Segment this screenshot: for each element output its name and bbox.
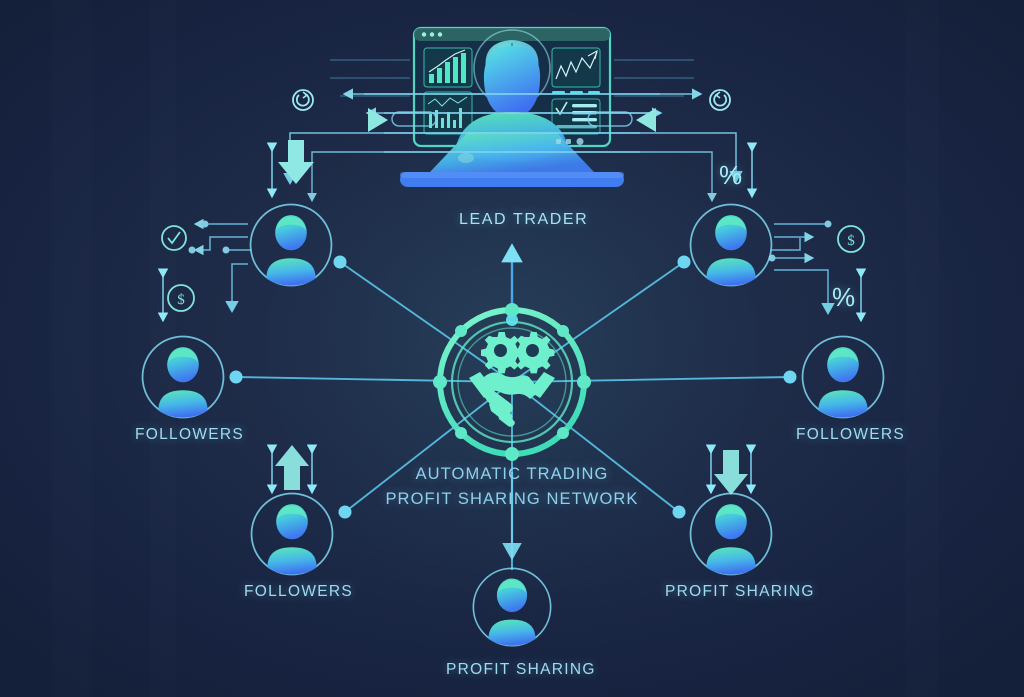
svg-text:$: $ xyxy=(847,233,855,249)
handshake-icon xyxy=(469,372,555,427)
percent-top-right-icon: % xyxy=(719,160,743,190)
status-icon-row xyxy=(556,138,584,145)
bar-chart-panel xyxy=(423,47,473,88)
avatar-follower-left xyxy=(141,335,225,419)
avatar-follower-top-right xyxy=(689,203,773,287)
edge-node xyxy=(677,255,691,269)
label-profit-bottom-center: PROFIT SHARING xyxy=(446,661,596,678)
edge-hub-to-follower-right xyxy=(511,376,791,383)
refresh-left-icon xyxy=(292,89,314,111)
edge-hub-to-follower-bottom-left xyxy=(344,381,513,513)
edge-hub-to-profit-bottom-right xyxy=(511,381,680,513)
center-title-line1: AUTOMATIC TRADING xyxy=(415,465,609,483)
gear-left-icon xyxy=(481,332,523,374)
bottom-right-arrows xyxy=(705,444,757,495)
left-avatar-circuit xyxy=(188,218,252,313)
center-title-line2: PROFIT SHARING NETWORK xyxy=(385,490,639,508)
edge-node xyxy=(229,370,243,384)
verified-check-icon xyxy=(161,225,187,251)
checklist-panel xyxy=(551,98,601,135)
percent-mid-right-icon: % xyxy=(832,282,856,312)
svg-text:$: $ xyxy=(177,292,185,308)
hub-connector-nodes xyxy=(433,303,591,461)
refresh-right-icon xyxy=(709,89,731,111)
edge-node-group xyxy=(229,255,797,519)
hub-node xyxy=(433,303,591,461)
edge-hub-to-follower-top-left xyxy=(339,261,513,383)
avatar-follower-right xyxy=(801,335,885,419)
right-avatar-circuit xyxy=(768,220,835,315)
edge-node xyxy=(672,505,686,519)
edge-node xyxy=(783,370,797,384)
lead-trader-workstation xyxy=(330,26,694,187)
label-follower-right: FOLLOWERS xyxy=(796,426,906,443)
pill-outline-left xyxy=(391,111,437,127)
label-follower-bottom-left: FOLLOWERS xyxy=(244,583,354,600)
center-title: AUTOMATIC TRADING PROFIT SHARING NETWORK xyxy=(0,462,1024,512)
right-flow-arrows xyxy=(364,88,743,203)
big-down-arrow-left xyxy=(278,140,314,184)
avatar-profit-bottom-center xyxy=(472,567,552,647)
pill-outline-right xyxy=(587,111,633,127)
play-triangle-left-icon xyxy=(368,108,388,132)
edge-hub-to-follower-left xyxy=(235,376,513,383)
dollar-right-icon: $ xyxy=(837,225,865,253)
label-profit-bottom-right: PROFIT SHARING xyxy=(665,583,815,600)
big-up-arrow-bottom-left xyxy=(275,445,309,490)
line-chart-panel xyxy=(551,47,601,88)
edge-node xyxy=(333,255,347,269)
dollar-left-icon: $ xyxy=(167,284,195,312)
edge-node xyxy=(338,505,352,519)
gear-right-icon xyxy=(513,332,555,374)
play-triangle-right-icon xyxy=(636,108,656,132)
avatar-follower-top-left xyxy=(249,203,333,287)
bottom-left-arrows xyxy=(266,444,318,495)
label-follower-left: FOLLOWERS xyxy=(135,426,245,443)
label-lead-trader: LEAD TRADER xyxy=(459,211,589,228)
big-up-arrow-bottom-right xyxy=(714,450,748,495)
